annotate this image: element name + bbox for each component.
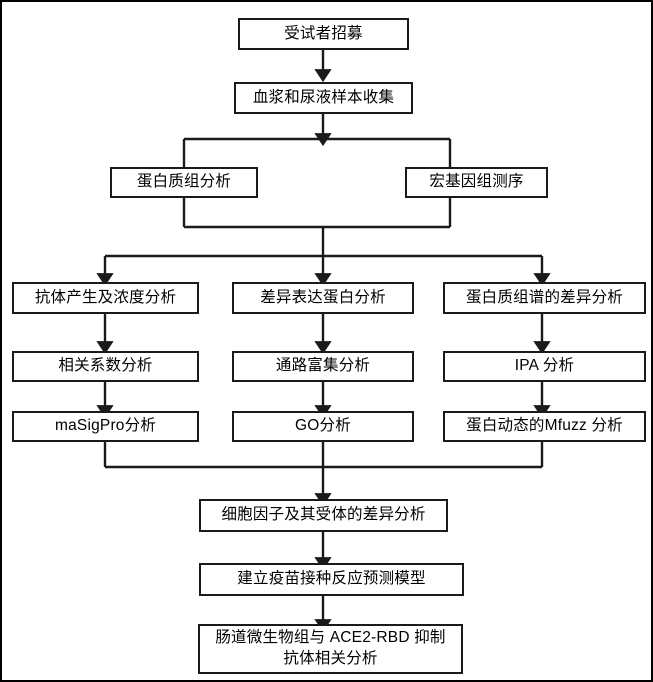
node-proteomics-analysis[interactable]: 蛋白质组分析 [110, 167, 258, 198]
node-protein-dynamics-mfuzz[interactable]: 蛋白动态的Mfuzz 分析 [443, 411, 646, 442]
node-pathway-enrichment-analysis[interactable]: 通路富集分析 [232, 351, 414, 382]
node-vaccine-response-prediction-model[interactable]: 建立疫苗接种反应预测模型 [199, 563, 464, 596]
node-gut-microbiome-ace2-rbd-correlation[interactable]: 肠道微生物组与 ACE2-RBD 抑制 抗体相关分析 [198, 624, 463, 674]
node-metagenomic-sequencing[interactable]: 宏基因组测序 [405, 167, 548, 198]
node-go-analysis[interactable]: GO分析 [232, 411, 414, 442]
node-ipa-analysis[interactable]: IPA 分析 [443, 351, 646, 382]
node-masigpro-analysis[interactable]: maSigPro分析 [12, 411, 199, 442]
node-cytokine-receptor-difference[interactable]: 细胞因子及其受体的差异分析 [199, 499, 448, 532]
node-antibody-production-concentration[interactable]: 抗体产生及浓度分析 [12, 282, 199, 314]
node-differential-protein-expression[interactable]: 差异表达蛋白分析 [232, 282, 414, 314]
node-subject-recruitment[interactable]: 受试者招募 [238, 18, 409, 50]
node-plasma-urine-collection[interactable]: 血浆和尿液样本收集 [234, 82, 413, 114]
node-correlation-coefficient-analysis[interactable]: 相关系数分析 [12, 351, 199, 382]
node-proteome-profile-difference[interactable]: 蛋白质组谱的差异分析 [443, 282, 646, 314]
